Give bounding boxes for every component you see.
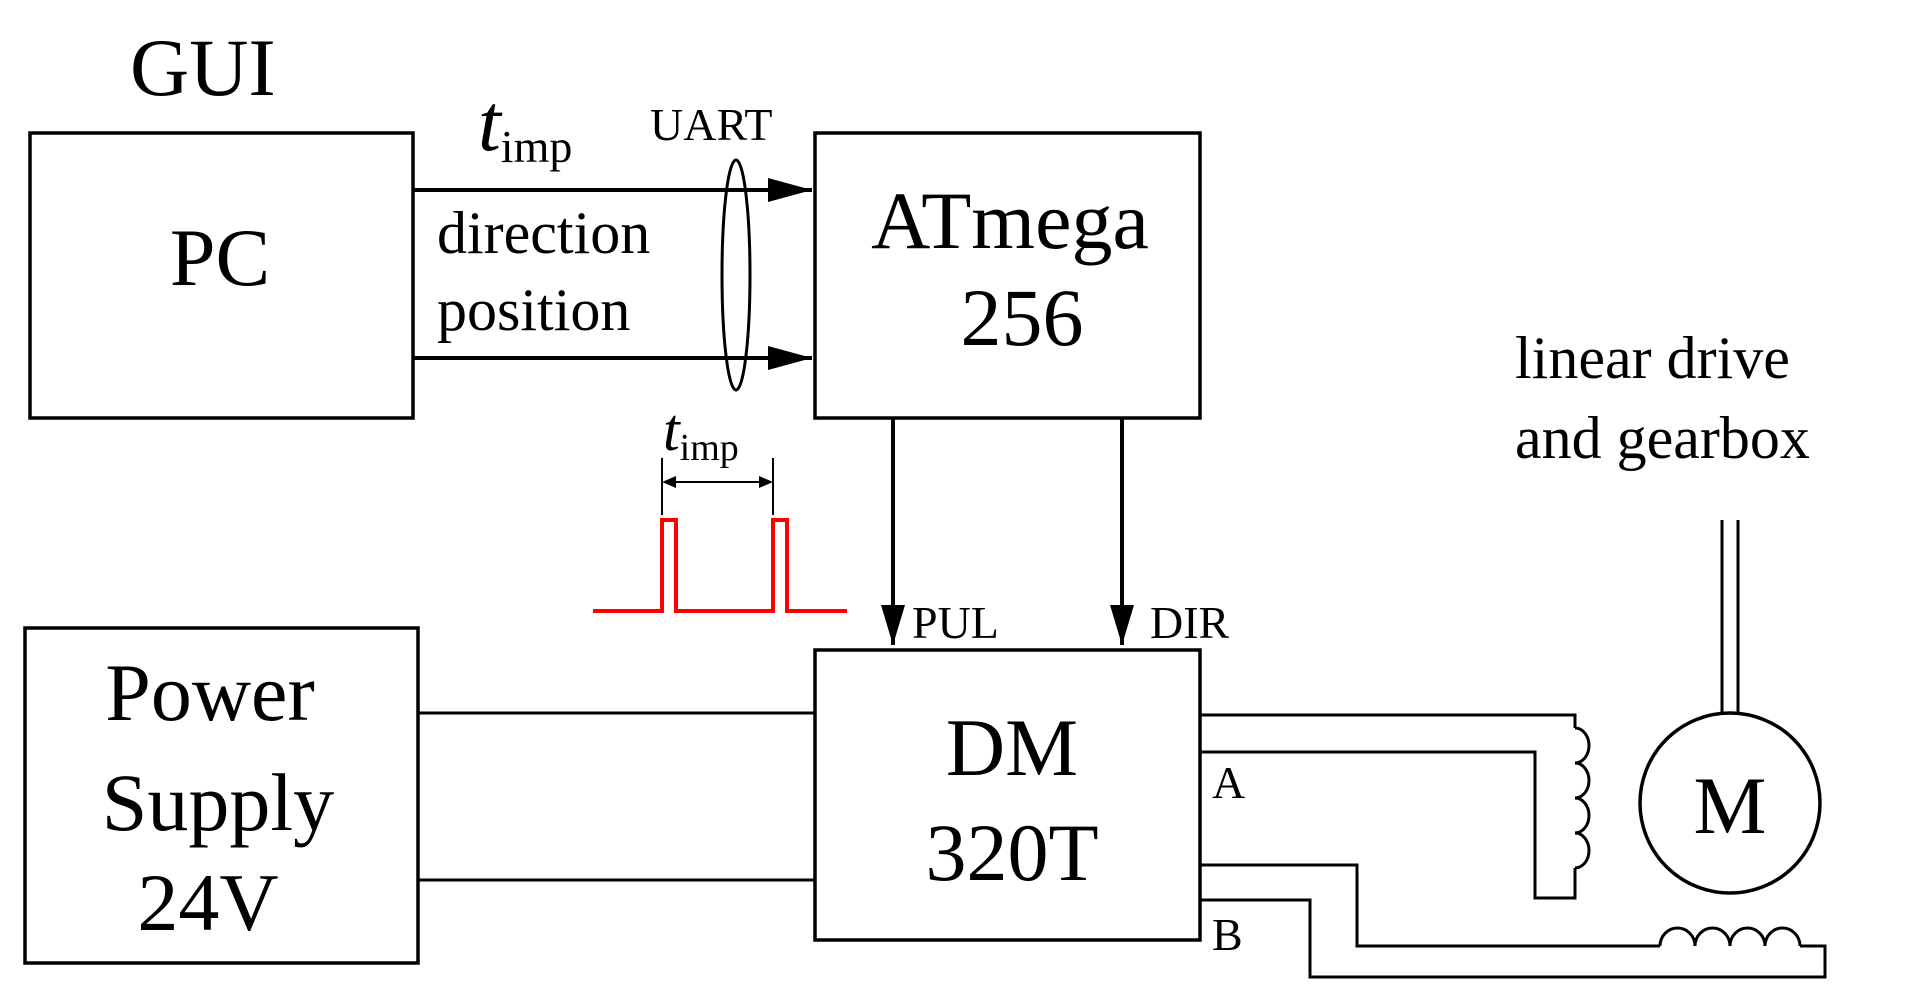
pc-label: PC [170, 212, 270, 303]
phase-b-label: B [1212, 909, 1243, 960]
atmega-block [813, 131, 1202, 420]
atmega-label-line1: ATmega [871, 175, 1149, 266]
dm-label-line1: DM [946, 702, 1078, 793]
uart-bus-ellipse [720, 158, 752, 392]
pulse-dim-arrow-left [662, 476, 676, 488]
pulse-dim-arrow-right [759, 476, 773, 488]
phase-a-wire-bottom [1200, 750, 1577, 900]
pul-arrowhead [881, 605, 905, 645]
gui-label: GUI [130, 22, 276, 113]
motor-circle [1638, 711, 1822, 895]
t-imp-label: timp [478, 77, 572, 172]
power-label-line3: 24V [137, 857, 278, 948]
uart-arrowhead-top [768, 178, 812, 202]
linear-drive-label-line2: and gearbox [1515, 405, 1810, 471]
atmega-label-line2: 256 [961, 272, 1084, 363]
phase-a-wire-top [1200, 713, 1577, 728]
phase-b-coil [1658, 926, 1802, 947]
uart-arrowhead-bottom [768, 346, 812, 370]
phase-b-wire-top [1200, 863, 1660, 948]
dir-label: DIR [1150, 597, 1230, 648]
phase-a-label: A [1212, 757, 1245, 808]
power-supply-block [23, 626, 420, 965]
pul-label: PUL [912, 597, 999, 648]
power-label-line2: Supply [102, 757, 334, 848]
pulse-waveform [593, 518, 847, 613]
motor-label: M [1694, 760, 1767, 851]
direction-label: direction [437, 200, 650, 266]
phase-b-wire-bottom [1200, 898, 1827, 979]
dm-label-line2: 320T [925, 807, 1098, 898]
power-label-line1: Power [105, 647, 315, 738]
phase-a-coil [1574, 726, 1591, 870]
pc-block [28, 131, 415, 420]
pulse-t-imp-label: timp [663, 397, 739, 469]
dm-block [813, 648, 1202, 942]
linear-drive-label-line1: linear drive [1515, 325, 1790, 391]
dir-arrowhead [1110, 605, 1134, 645]
uart-label: UART [650, 99, 772, 150]
position-label: position [437, 277, 630, 343]
